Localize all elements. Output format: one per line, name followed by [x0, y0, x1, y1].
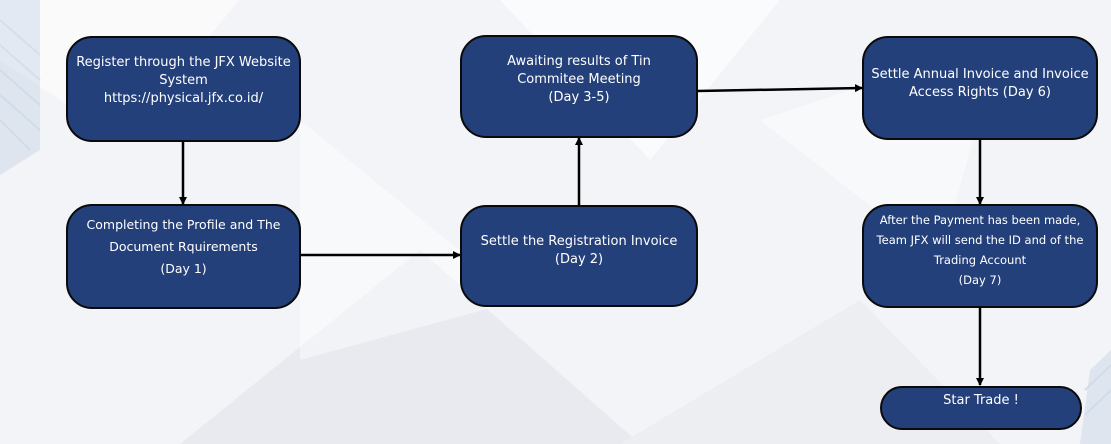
- corner-stripes-right: [1080, 350, 1111, 444]
- node-payment-line-4: (Day 7): [958, 273, 1002, 287]
- node-awaiting: Awaiting results of Tin Commitee Meeting…: [460, 35, 698, 138]
- node-start: Star Trade !: [880, 386, 1082, 430]
- node-start-line-1: Star Trade !: [943, 393, 1019, 408]
- node-awaiting-line-2: Commitee Meeting: [517, 72, 641, 87]
- node-payment-line-3: Trading Account: [933, 253, 1027, 267]
- node-profile-line-1: Completing the Profile and The: [86, 217, 281, 232]
- node-payment-line-2: Team JFX will send the ID and of the: [876, 233, 1084, 247]
- node-register-line-3: https://physical.jfx.co.id/: [103, 91, 264, 106]
- node-annual-invoice-line-2: Access Rights (Day 6): [909, 85, 1051, 100]
- node-registration-invoice-line-2: (Day 2): [554, 252, 604, 267]
- node-awaiting-line-1: Awaiting results of Tin: [507, 54, 651, 69]
- node-annual-invoice: Settle Annual Invoice and Invoice Access…: [862, 36, 1098, 140]
- node-profile: Completing the Profile and The Document …: [66, 204, 301, 309]
- node-awaiting-line-3: (Day 3-5): [548, 90, 610, 105]
- node-profile-line-3: (Day 1): [160, 261, 207, 276]
- node-annual-invoice-line-1: Settle Annual Invoice and Invoice: [871, 67, 1089, 82]
- node-payment-line-1: After the Payment has been made,: [879, 213, 1081, 227]
- node-registration-invoice-line-1: Settle the Registration Invoice: [480, 234, 678, 249]
- node-profile-line-2: Document Rquirements: [109, 239, 258, 254]
- node-register-line-2: System: [159, 73, 208, 88]
- node-payment: After the Payment has been made, Team JF…: [862, 204, 1098, 308]
- node-register-line-1: Register through the JFX Website: [76, 55, 291, 70]
- node-register: Register through the JFX Website System …: [66, 36, 301, 142]
- node-registration-invoice: Settle the Registration Invoice (Day 2): [460, 205, 698, 307]
- corner-stripes-left: [0, 0, 41, 175]
